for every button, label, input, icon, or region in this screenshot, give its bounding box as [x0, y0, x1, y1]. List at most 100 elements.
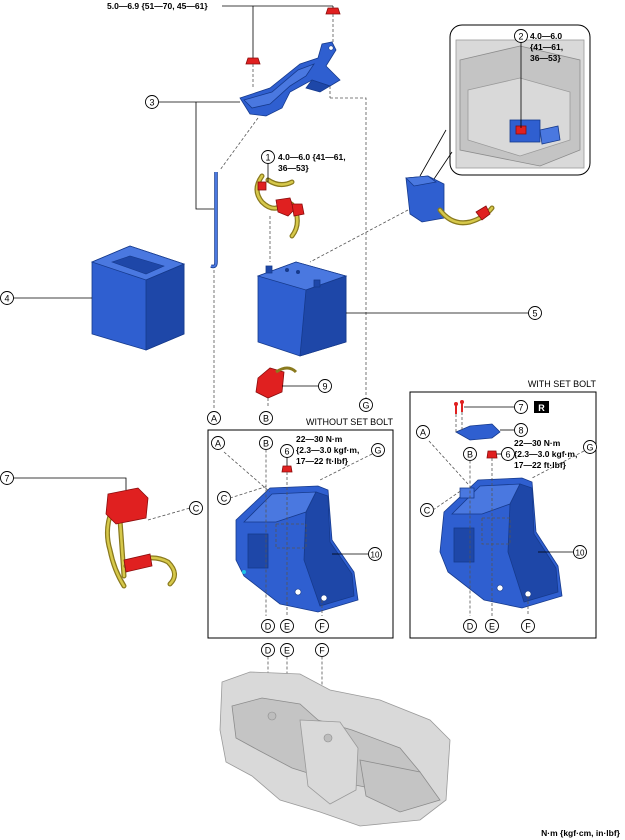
torque-item1-line1: 4.0—6.0 {41—61,: [278, 152, 346, 162]
inset-pointer-a: [419, 129, 447, 177]
torque-setbolt-box1-line2: {2.3—3.0 kgf·m,: [296, 445, 359, 455]
callout-4-label: 4: [4, 294, 9, 304]
torque-setbolt-box2-line3: 17—22 ft·lbf}: [514, 460, 567, 470]
set-bolt-box2: [486, 450, 498, 459]
callout-9-label: 9: [322, 382, 327, 392]
ref-E-box2-label: E: [489, 622, 495, 632]
replace-badge-label: R: [538, 403, 545, 413]
vehicle-body-mount: [219, 671, 451, 827]
fuse-block-harness: [104, 487, 177, 589]
replace-badge: [534, 401, 549, 413]
ref-F-box2: [521, 619, 535, 633]
with-set-bolt-title: WITH SET BOLT: [528, 379, 597, 389]
ref-G-box2-label: G: [586, 443, 593, 453]
inset-pointer-b: [431, 151, 453, 183]
ref-C-left: [189, 501, 203, 515]
callout-10-box2-label: 10: [576, 549, 585, 558]
ref-F-box2-label: F: [525, 622, 531, 632]
ref-D-box1: [261, 619, 275, 633]
callout-8-label: 8: [518, 426, 523, 436]
ref-B-top-label: B: [263, 414, 269, 424]
j-bolt-rod-highlight: [210, 172, 217, 268]
ref-C-box1-label: C: [221, 494, 228, 504]
torque-item2-line2: {41—61,: [530, 42, 563, 52]
harness-axis-c: [147, 507, 191, 521]
ref-B-box1-label: B: [263, 439, 269, 449]
box2-axis-a: [428, 440, 469, 485]
nut-top-left: [245, 57, 261, 65]
ref-A-box2-label: A: [420, 428, 426, 438]
callout-10-box1-label: 10: [371, 551, 380, 560]
torque-setbolt-box2-line1: 22—30 N·m: [514, 438, 561, 448]
callout-8: [514, 423, 528, 437]
nut-top-right: [325, 7, 341, 15]
ref-E-box2: [485, 619, 499, 633]
torque-item1-line2: 36—53}: [278, 163, 309, 173]
torque-setbolt-box1-line1: 22—30 N·m: [296, 434, 343, 444]
ref-A-box1-label: A: [215, 439, 221, 449]
top-torque-spec: 5.0—6.9 {51—70, 45—61}: [107, 1, 208, 11]
ref-D-bottom-label: D: [265, 646, 272, 656]
harness-bracket-8: [455, 423, 501, 441]
box2-axis-c: [432, 489, 463, 511]
box1-axis-a: [223, 451, 271, 493]
set-bolt-box1: [281, 465, 293, 473]
ref-F-box1: [315, 619, 329, 633]
ref-D-box2: [463, 619, 477, 633]
ref-E-box1-label: E: [284, 622, 290, 632]
ref-G-box1-label: G: [374, 446, 381, 456]
battery-tray-box1: [235, 485, 359, 613]
ref-F-box1-label: F: [319, 622, 325, 632]
ref-B-box2-label: B: [467, 450, 473, 460]
inset-detail-view: [449, 24, 591, 176]
ref-A-top: [207, 411, 221, 425]
ref-D-box2-label: D: [467, 622, 474, 632]
ref-A-box2: [416, 425, 430, 439]
without-set-bolt-title: WITHOUT SET BOLT: [306, 417, 394, 427]
battery-clamp-bracket: [239, 41, 341, 117]
box1-axis-c: [229, 485, 269, 499]
box1-outline-hint: [275, 523, 307, 549]
torque-item2-line3: 36—53}: [530, 53, 561, 63]
ref-D-box1-label: D: [265, 622, 272, 632]
callout-1-label: 1: [265, 153, 270, 163]
torque-setbolt-box1-line3: 17—22 ft·lbf}: [296, 456, 349, 466]
ref-E-box1: [280, 619, 294, 633]
ref-A-top-label: A: [211, 414, 217, 424]
battery-insulator: [90, 245, 186, 351]
negative-cable-axis: [309, 209, 409, 263]
with-set-bolt-box: [409, 391, 597, 639]
ref-B-top: [259, 411, 273, 425]
terminal-cover: [255, 366, 298, 399]
bracket-axis-a: [219, 117, 259, 171]
callout-3-leader-rod: [195, 102, 214, 210]
callout-5-label: 5: [532, 309, 537, 319]
positive-cable-harness: [254, 173, 305, 239]
ref-G-top-label: G: [362, 401, 369, 411]
callout-7-right-label: 7: [518, 403, 523, 413]
battery-tray-box2: [439, 477, 563, 609]
callout-7-right: [514, 400, 528, 414]
without-set-bolt-box: [207, 429, 394, 639]
ref-A-box1: [211, 436, 225, 450]
units-legend: N·m {kgf·cm, in·lbf}: [541, 828, 621, 838]
negative-cable-harness: [405, 175, 495, 226]
callout-2-label: 2: [518, 32, 523, 42]
torque-item2-line1: 4.0—6.0: [530, 31, 562, 41]
callout-6-box1-label: 6: [284, 447, 289, 457]
bracket-axis-g: [330, 97, 367, 398]
ref-E-bottom-label: E: [284, 646, 290, 656]
ref-C-box2-label: C: [424, 506, 431, 516]
ref-G-top: [359, 398, 373, 412]
callout-7-left-leader: [13, 477, 127, 490]
ref-F-bottom-label: F: [319, 646, 325, 656]
torque-setbolt-box2-line2: {2.3—3.0 kgf·m,: [514, 449, 577, 459]
battery: [256, 261, 348, 357]
callout-6-box2-label: 6: [505, 450, 510, 460]
callout-7-left-label: 7: [4, 474, 9, 484]
ref-G-box2: [583, 440, 597, 454]
box2-outline-hint: [481, 517, 511, 545]
callout-3-label: 3: [149, 98, 154, 108]
ref-G-box1: [371, 443, 385, 457]
